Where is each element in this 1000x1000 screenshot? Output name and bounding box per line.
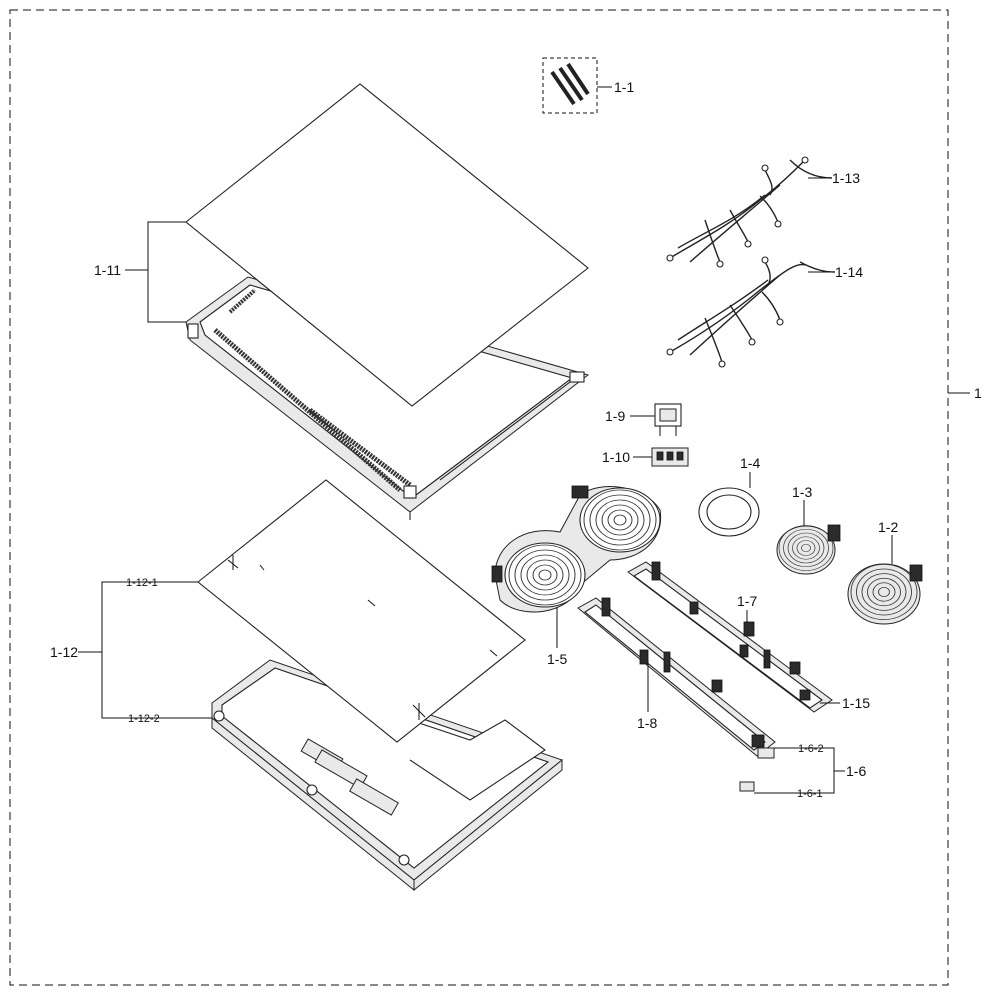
part-1-10-terminal-block — [651, 447, 689, 467]
label-1-5: 1-5 — [547, 651, 567, 667]
part-1-6-sensor — [739, 747, 775, 792]
part-1-7-clips — [711, 621, 801, 693]
ceramic-glass-plate — [197, 479, 526, 743]
part-1-15-bracket — [627, 561, 833, 713]
part-1-11-top-assembly — [185, 83, 590, 520]
label-1-11: 1-11 — [94, 262, 121, 278]
label-1-4: 1-4 — [740, 455, 760, 471]
part-1-1-pins — [542, 57, 598, 114]
part-1-12-bottom-assembly — [197, 479, 564, 892]
label-1-9: 1-9 — [605, 408, 625, 424]
label-1-6-1: 1-6-1 — [797, 788, 823, 800]
label-1-3: 1-3 — [792, 484, 812, 500]
label-1: 1 — [974, 385, 982, 401]
label-1-15: 1-15 — [842, 695, 870, 711]
label-1-10: 1-10 — [602, 449, 630, 465]
label-1-8: 1-8 — [637, 715, 657, 731]
part-1-13-wire-harness — [666, 156, 833, 268]
part-1-2-large-element — [847, 563, 923, 625]
part-1-4-ring — [698, 487, 760, 537]
label-1-12-2: 1-12-2 — [128, 713, 160, 725]
label-1-2: 1-2 — [878, 519, 898, 535]
part-1-5-dual-element — [491, 485, 662, 613]
label-1-12: 1-12 — [50, 644, 78, 660]
label-1-13: 1-13 — [832, 170, 860, 186]
label-1-6-2: 1-6-2 — [798, 743, 824, 755]
part-1-3-small-element — [776, 524, 841, 575]
assembly-border — [9, 9, 949, 986]
label-1-1: 1-1 — [614, 79, 634, 95]
glass-top-plate — [185, 83, 589, 407]
label-1-7: 1-7 — [737, 593, 757, 609]
label-1-14: 1-14 — [835, 264, 863, 280]
part-1-9-switch — [654, 403, 682, 436]
part-1-14-wire-harness — [666, 256, 836, 368]
part-1-8-bracket — [577, 597, 776, 757]
label-1-6: 1-6 — [846, 763, 866, 779]
leader-lines — [78, 86, 970, 794]
label-1-12-1: 1-12-1 — [126, 577, 158, 589]
